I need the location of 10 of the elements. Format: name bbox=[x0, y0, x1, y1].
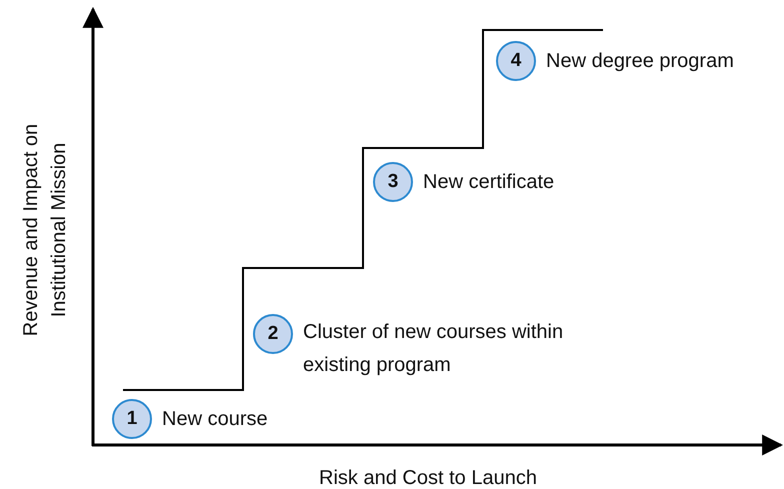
callout-number: 2 bbox=[253, 314, 293, 354]
step-label: New degree program bbox=[546, 48, 734, 74]
axis-label: Risk and Cost to Launch bbox=[318, 466, 538, 489]
callout-number: 3 bbox=[373, 162, 413, 202]
step-label: New certificate bbox=[423, 170, 554, 194]
axis-label: Revenue and Impact on Institutional Mission bbox=[19, 122, 71, 338]
step-label: Cluster of new courses within existing program bbox=[303, 320, 564, 378]
step-label: New course bbox=[162, 406, 268, 432]
callout-number: 4 bbox=[496, 41, 536, 81]
callout-number: 1 bbox=[112, 399, 152, 439]
